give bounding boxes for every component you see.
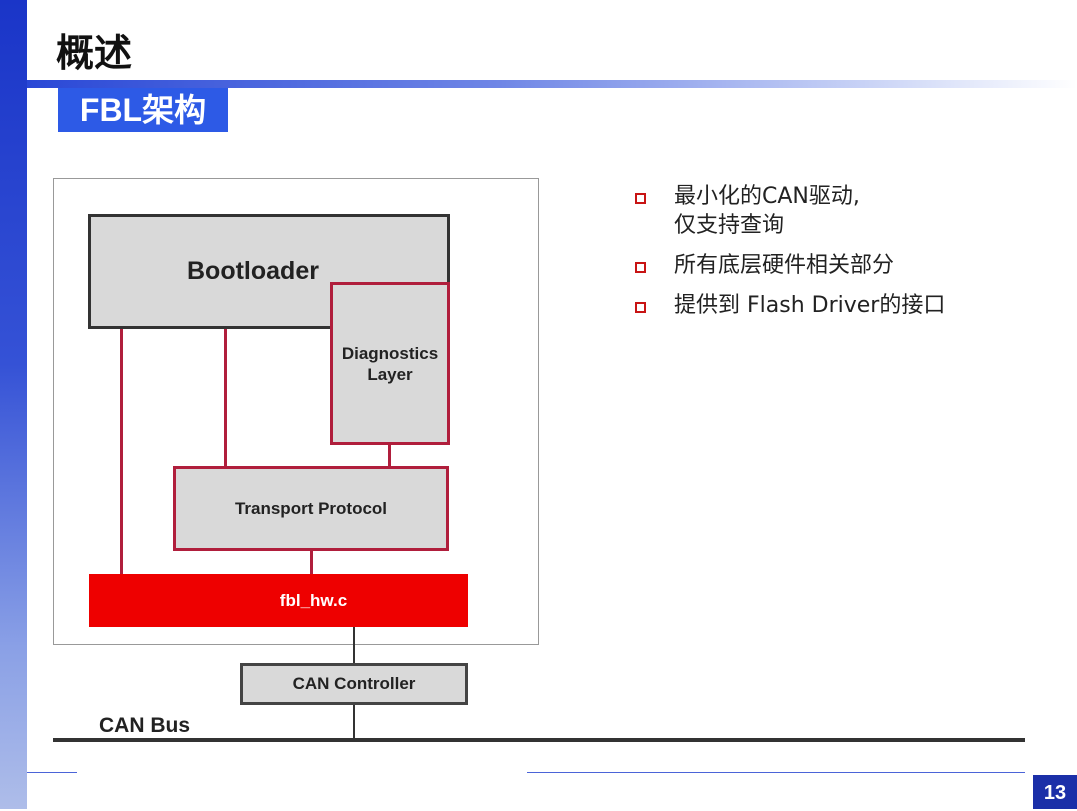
connector-can-controller-bus bbox=[353, 705, 355, 740]
connector-diagnostics-transport bbox=[388, 445, 391, 467]
can-bus-line bbox=[53, 738, 1025, 742]
bullet-1-line-1: 最小化的CAN驱动, bbox=[674, 184, 860, 209]
bullet-1-line-2: 仅支持查询 bbox=[674, 213, 785, 238]
fbl-hw-block: fbl_hw.c bbox=[89, 574, 468, 627]
connector-bootloader-transport bbox=[224, 329, 227, 467]
transport-protocol-block: Transport Protocol bbox=[173, 466, 449, 551]
page-title: 概述 bbox=[56, 33, 133, 75]
subtitle-text: FBL架构 bbox=[79, 92, 207, 128]
connector-bootloader-hw bbox=[120, 329, 123, 575]
subtitle-badge: FBL架构 bbox=[58, 88, 228, 132]
diagnostics-layer-block: Diagnostics Layer bbox=[330, 282, 450, 445]
footer-rule-right bbox=[527, 772, 1025, 773]
page-number: 13 bbox=[1033, 775, 1077, 809]
can-controller-label: CAN Controller bbox=[292, 674, 416, 693]
footer-rule-left bbox=[27, 772, 77, 773]
left-accent-bar bbox=[0, 0, 27, 809]
bullet-2: 所有底层硬件相关部分 bbox=[674, 253, 895, 278]
connector-hw-can-controller bbox=[353, 627, 355, 664]
fbl-hw-label: fbl_hw.c bbox=[279, 590, 348, 610]
bootloader-label: Bootloader bbox=[187, 257, 319, 285]
bullet-square-icon bbox=[635, 262, 646, 273]
title-divider bbox=[27, 80, 1077, 88]
transport-protocol-label: Transport Protocol bbox=[234, 498, 388, 518]
bullet-square-icon bbox=[635, 193, 646, 204]
can-controller-block: CAN Controller bbox=[240, 663, 468, 705]
bullet-3: 提供到 Flash Driver的接口 bbox=[674, 293, 946, 318]
bootloader-block: Bootloader bbox=[88, 214, 450, 329]
connector-transport-hw bbox=[310, 551, 313, 575]
bullet-square-icon bbox=[635, 302, 646, 313]
can-bus-label: CAN Bus bbox=[99, 714, 191, 737]
diagnostics-layer-label: Diagnostics Layer bbox=[341, 343, 439, 384]
